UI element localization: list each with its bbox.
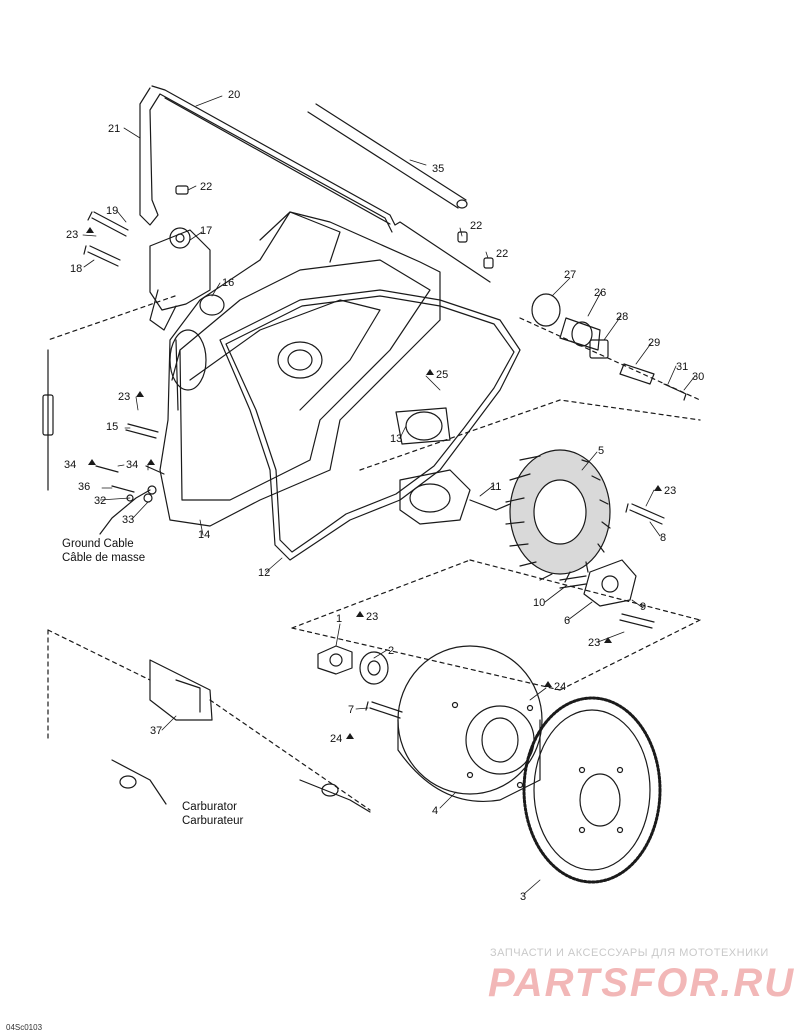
label-29: 29	[648, 337, 660, 349]
bolt-7	[365, 701, 403, 719]
bolt-8	[625, 503, 665, 525]
bolt-15	[125, 423, 159, 439]
throttle-cable-37	[47, 629, 371, 811]
screw-36	[111, 485, 135, 493]
label-10: 10	[533, 597, 545, 609]
label-23-a: 23	[66, 229, 78, 241]
label-30: 30	[692, 371, 704, 383]
clip-22-c	[483, 257, 494, 269]
label-32: 32	[94, 495, 106, 507]
screw-34-left	[95, 465, 119, 473]
label-22-a: 22	[200, 181, 212, 193]
caption-carburator-fr: Carburateur	[182, 815, 244, 827]
caption-carburator-en: Carburator	[182, 801, 237, 813]
label-22-b: 22	[470, 220, 482, 232]
cable-loop-21	[139, 87, 393, 233]
label-22-c: 22	[496, 248, 508, 260]
bolt-18	[83, 245, 121, 267]
label-37: 37	[150, 725, 162, 737]
washer-33	[143, 493, 153, 503]
nut-1	[317, 645, 353, 675]
torque-marks	[86, 227, 662, 739]
screw-31	[663, 383, 687, 401]
label-33: 33	[122, 514, 134, 526]
label-24-a: 24	[554, 681, 566, 693]
label-23-e: 23	[588, 637, 600, 649]
label-36: 36	[78, 481, 90, 493]
o-ring-16	[199, 294, 225, 316]
flywheel-4	[397, 645, 543, 802]
label-6: 6	[564, 615, 570, 627]
label-5: 5	[598, 445, 604, 457]
label-18: 18	[70, 263, 82, 275]
label-17: 17	[200, 225, 212, 237]
bolt-19	[87, 211, 129, 237]
bolt-9	[619, 613, 655, 629]
label-19: 19	[106, 205, 118, 217]
label-2: 2	[388, 645, 394, 657]
watermark-logo: PARTSFOR.RU	[488, 961, 795, 1005]
oil-pump-17	[149, 229, 211, 311]
label-11: 11	[490, 481, 501, 493]
caption-ground-cable-fr: Câble de masse	[62, 552, 145, 564]
label-23-d: 23	[366, 611, 378, 623]
reference-code: 04Sc0103	[6, 1023, 43, 1032]
label-34-b: 34	[126, 459, 138, 471]
ring-gear-3	[522, 696, 662, 884]
ground-cable	[99, 489, 151, 535]
label-27: 27	[564, 269, 576, 281]
label-4: 4	[432, 805, 438, 817]
watermark-tagline: ЗАПЧАСТИ И АКСЕССУАРЫ ДЛЯ МОТОТЕХНИКИ	[490, 947, 769, 959]
seal-27	[531, 293, 561, 327]
label-25: 25	[436, 369, 448, 381]
stator-5	[505, 449, 611, 583]
label-12: 12	[258, 567, 270, 579]
label-23-b: 23	[118, 391, 130, 403]
caption-ground-cable-en: Ground Cable	[62, 538, 134, 550]
label-8: 8	[660, 532, 666, 544]
label-24-b: 24	[330, 733, 342, 745]
label-13: 13	[390, 433, 402, 445]
screw-34-right	[145, 465, 165, 475]
tube-35	[307, 103, 467, 209]
label-15: 15	[106, 421, 118, 433]
label-20: 20	[228, 89, 240, 101]
label-21: 21	[108, 123, 120, 135]
pickup-6	[583, 559, 637, 607]
gasket-28	[589, 339, 609, 359]
label-31: 31	[676, 361, 688, 373]
part-labels: 20 21 22 35 19 23 17 22 22 18 27 16 26 2…	[64, 89, 704, 903]
clip-22-a	[175, 185, 189, 195]
label-16: 16	[222, 277, 234, 289]
coupling-13	[395, 407, 451, 445]
label-26: 26	[594, 287, 606, 299]
label-23-c: 23	[664, 485, 676, 497]
gasket-12	[219, 289, 521, 561]
cable-loop-20	[151, 85, 491, 283]
label-1: 1	[336, 613, 342, 625]
label-9: 9	[640, 601, 646, 613]
label-3: 3	[520, 891, 526, 903]
screw-10	[559, 575, 587, 589]
trigger-coil-11	[399, 469, 471, 525]
label-34-a: 34	[64, 459, 76, 471]
label-35: 35	[432, 163, 444, 175]
label-28: 28	[616, 311, 628, 323]
label-7: 7	[348, 704, 354, 716]
captions: Ground Cable Câble de masse Carburator C…	[62, 538, 244, 827]
clip-22-b	[457, 231, 468, 243]
shaft-26	[559, 317, 601, 351]
label-14: 14	[198, 529, 210, 541]
bearing-29	[619, 363, 655, 385]
washer-2	[359, 651, 389, 685]
housing-cover-14	[159, 211, 441, 527]
